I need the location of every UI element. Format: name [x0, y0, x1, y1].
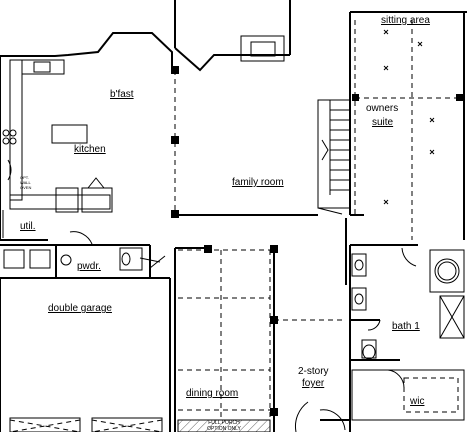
oven-note-line-1: OPT.: [20, 175, 29, 180]
light-fixtures: [383, 29, 435, 205]
foyer-label-1: 2-story: [298, 366, 329, 377]
kitchen-counters: [2, 59, 113, 238]
pwdr-label: pwdr.: [77, 261, 101, 272]
owners-suite-label-2: suite: [372, 117, 394, 128]
columns: [171, 66, 463, 416]
oven-note-line-2: WALL: [20, 180, 31, 185]
porch-area: [177, 419, 271, 432]
wic-label: wic: [410, 396, 425, 407]
dining-room-label: dining room: [186, 388, 239, 399]
oven-note: OPT. WALL OVEN: [20, 175, 31, 190]
util-label: util.: [20, 221, 36, 232]
porch-note-line-2: OPTION ONLY: [207, 426, 241, 432]
staircase: [317, 99, 351, 215]
foyer-label-2: foyer: [302, 378, 325, 389]
sitting-area-label: sitting area: [381, 15, 430, 26]
owners-suite-label-1: owners: [366, 103, 399, 114]
porch-note: FULL PORCH OPTION ONLY: [194, 420, 254, 432]
double-garage-label: double garage: [48, 303, 112, 314]
kitchen-label: kitchen: [74, 144, 106, 155]
bath-label: bath 1: [392, 321, 420, 332]
family-room-label: family room: [232, 177, 284, 188]
bfast-label: b'fast: [110, 89, 134, 100]
porch-note-line-1: FULL PORCH: [208, 420, 240, 426]
oven-note-line-3: OVEN: [20, 185, 32, 190]
